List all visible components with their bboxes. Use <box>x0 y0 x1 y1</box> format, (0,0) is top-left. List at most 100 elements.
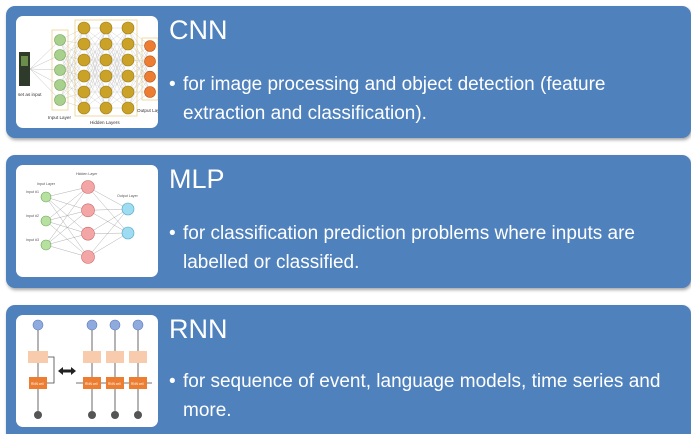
rnn-cell-label: RNN cell <box>131 382 144 386</box>
recurrent-loop <box>47 356 55 384</box>
output-neuron <box>144 55 156 68</box>
connection-line <box>45 233 89 246</box>
hidden-neuron <box>121 101 135 115</box>
connection-line <box>59 69 85 109</box>
output-layer-label: Output Layer <box>117 194 139 198</box>
connection-line <box>45 220 89 234</box>
connection-line <box>127 59 151 93</box>
connection-line <box>87 208 129 258</box>
rnn-cell <box>29 377 47 389</box>
connection-line <box>45 196 89 211</box>
input-layer-label: Input Layer <box>37 182 56 186</box>
output-neuron <box>144 86 156 98</box>
hidden-neuron <box>81 180 95 194</box>
input-neuron <box>54 79 66 91</box>
connection-line <box>59 27 85 86</box>
mlp-description: for classification prediction problems w… <box>183 223 635 273</box>
hidden-neuron <box>99 101 113 115</box>
input-neuron <box>40 191 52 203</box>
connection-line <box>105 75 129 109</box>
input-2-label: Input #2 <box>26 214 39 218</box>
connection-line <box>59 27 85 71</box>
connection-line <box>83 27 107 61</box>
hidden-neuron <box>99 21 113 35</box>
rnn-description: for sequence of event, language models, … <box>183 371 661 421</box>
input-connection <box>29 68 61 101</box>
hidden-neuron <box>81 250 95 264</box>
hidden-neuron <box>99 69 113 83</box>
connection-line <box>83 27 107 77</box>
connection-line <box>127 27 151 77</box>
unfold-arrow-icon <box>58 367 76 375</box>
input-layer-label: Input Layer <box>48 115 71 120</box>
input-connection <box>29 39 61 70</box>
connection-line <box>87 186 129 234</box>
output-neuron <box>121 202 135 216</box>
rnn-cell <box>83 377 101 389</box>
cnn-description: for image processing and object detectio… <box>183 74 606 124</box>
output-node <box>132 319 144 331</box>
hidden-state <box>129 351 147 363</box>
bullet-icon: • <box>169 371 176 392</box>
connection-line <box>45 210 89 246</box>
input-neuron <box>54 94 66 106</box>
connection-line <box>59 39 85 77</box>
hidden-state <box>83 351 101 363</box>
connection-line <box>83 75 107 109</box>
input-image-detail <box>21 56 28 66</box>
input-node <box>134 411 142 419</box>
connection-line <box>105 59 129 109</box>
connection-line <box>87 232 129 258</box>
bullet-icon: • <box>169 74 176 95</box>
hidden-neuron <box>121 21 135 35</box>
connection-line <box>127 45 151 109</box>
input-1-label: Input #1 <box>26 190 39 194</box>
hidden-layers-box <box>74 19 138 117</box>
hidden-state <box>106 351 124 363</box>
rnn-cell <box>129 377 147 389</box>
hidden-neuron <box>77 53 91 67</box>
hidden-neuron <box>77 37 91 51</box>
hidden-neuron <box>77 85 91 99</box>
rnn-cell-label: RNN cell <box>85 382 98 386</box>
input-neuron <box>40 215 52 227</box>
input-layer-box <box>51 29 69 111</box>
output-layer-box <box>141 37 158 101</box>
connection-line <box>105 27 129 93</box>
bullet-icon: • <box>169 223 176 244</box>
hidden-state <box>28 351 48 363</box>
hidden-neuron <box>99 53 113 67</box>
connection-line <box>83 59 107 109</box>
input-node <box>88 411 96 419</box>
connection-line <box>45 186 89 198</box>
connection-line <box>127 61 151 109</box>
connection-line <box>45 196 89 258</box>
connection-line <box>59 39 85 93</box>
mlp-title: MLP <box>169 164 225 194</box>
input-neuron <box>54 49 66 61</box>
hidden-neuron <box>121 85 135 99</box>
mlp-bullet: • for classification prediction problems… <box>169 219 685 277</box>
input-3-label: Input #3 <box>26 238 39 242</box>
hidden-neuron <box>121 37 135 51</box>
input-neuron <box>54 34 66 46</box>
output-node <box>86 319 98 331</box>
hidden-neuron <box>121 53 135 67</box>
rnn-title: RNN <box>169 314 228 344</box>
cnn-title: CNN <box>169 15 228 45</box>
hidden-layer-label: Hidden Layer <box>76 172 98 176</box>
connection-line <box>45 220 89 258</box>
output-neuron <box>121 226 135 240</box>
connection-line <box>83 43 107 109</box>
connection-line <box>45 186 89 246</box>
output-node <box>109 319 121 331</box>
hidden-neuron <box>81 226 95 241</box>
connection-line <box>59 43 85 101</box>
output-neuron <box>144 40 156 52</box>
